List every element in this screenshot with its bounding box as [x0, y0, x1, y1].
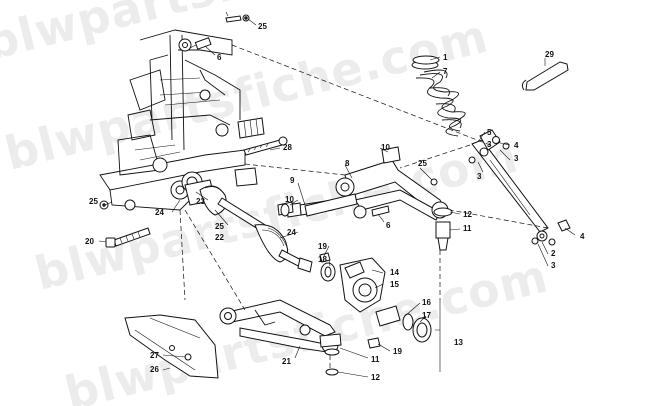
callout-4[interactable]: 4 [514, 141, 519, 150]
callout-9[interactable]: 9 [290, 176, 295, 185]
callout-25[interactable]: 25 [258, 22, 267, 31]
nut-dot [244, 16, 248, 20]
callout-7[interactable]: 7 [443, 67, 448, 76]
callout-22[interactable]: 22 [215, 233, 224, 242]
callout-19[interactable]: 19 [393, 347, 402, 356]
bolt-28 [243, 136, 288, 156]
upper-ball-joint [433, 207, 453, 251]
nut-dot [102, 203, 106, 207]
callout-10[interactable]: 10 [285, 195, 294, 204]
spacer-tube [277, 193, 358, 217]
callout-28[interactable]: 28 [283, 143, 292, 152]
bolt-20 [105, 227, 151, 248]
bearing-set [375, 305, 432, 343]
callout-27[interactable]: 27 [150, 351, 159, 360]
callout-16[interactable]: 16 [422, 298, 431, 307]
callout-6[interactable]: 6 [386, 221, 391, 230]
coil-spring [411, 55, 466, 137]
callout-12[interactable]: 12 [371, 373, 380, 382]
watermark: blwpartsfiche.com blwpartsfiche.com blwp… [0, 0, 553, 406]
washer-18 [320, 262, 336, 282]
callout-26[interactable]: 26 [150, 365, 159, 374]
callout-11[interactable]: 11 [463, 224, 472, 233]
callout-3[interactable]: 3 [477, 172, 482, 181]
callout-18[interactable]: 18 [318, 255, 327, 264]
steering-knuckle [339, 257, 386, 313]
spanner-wrench [521, 61, 569, 91]
drive-axle [184, 179, 313, 273]
callout-20[interactable]: 20 [85, 237, 94, 246]
lower-a-arm [219, 299, 342, 376]
callout-1[interactable]: 1 [443, 53, 448, 62]
callout-25[interactable]: 25 [89, 197, 98, 206]
callout-12[interactable]: 12 [463, 210, 472, 219]
callout-13[interactable]: 13 [454, 338, 463, 347]
callout-29[interactable]: 29 [545, 50, 554, 59]
shock-absorber [468, 129, 571, 246]
callout-21[interactable]: 21 [282, 357, 291, 366]
callout-19[interactable]: 19 [318, 242, 327, 251]
callout-23[interactable]: 23 [196, 197, 205, 206]
callout-24[interactable]: 24 [155, 208, 164, 217]
callout-14[interactable]: 14 [390, 268, 399, 277]
callout-8[interactable]: 8 [345, 159, 350, 168]
callout-3[interactable]: 3 [551, 261, 556, 270]
callout-6[interactable]: 6 [217, 53, 222, 62]
callout-3[interactable]: 3 [514, 154, 519, 163]
callout-5[interactable]: 5 [487, 128, 492, 137]
callout-17[interactable]: 17 [422, 311, 431, 320]
assembly-lines [179, 44, 549, 370]
callout-11[interactable]: 11 [371, 355, 380, 364]
skid-plate [124, 314, 219, 379]
leader-lines [98, 18, 576, 378]
bolt-6-top [189, 37, 212, 50]
callout-2[interactable]: 2 [551, 249, 556, 258]
callout-4[interactable]: 4 [580, 232, 585, 241]
callout-3[interactable]: 3 [487, 140, 492, 149]
callout-10[interactable]: 10 [381, 143, 390, 152]
callout-25[interactable]: 25 [418, 159, 427, 168]
callout-25[interactable]: 25 [215, 222, 224, 231]
frame-assembly [99, 29, 265, 211]
callout-15[interactable]: 15 [390, 280, 399, 289]
callout-24[interactable]: 24 [287, 228, 296, 237]
